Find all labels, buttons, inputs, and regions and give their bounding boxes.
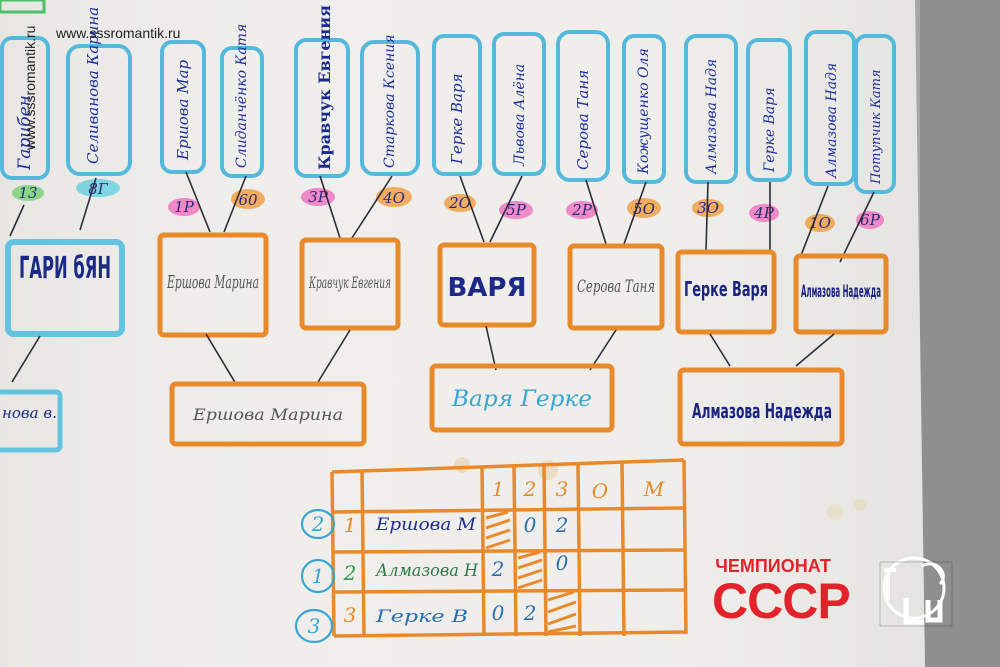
round2-box-1-text: Ершова Марина xyxy=(192,405,343,424)
round1-box-4-text: ВАРЯ xyxy=(447,273,526,303)
card-text-13: Алмазова Надя xyxy=(824,63,840,179)
card-text-4: Слиданчёнко Катя xyxy=(234,24,250,168)
seed-13: 1О xyxy=(809,214,831,232)
card-text-2: Селиванова Карина xyxy=(84,7,102,164)
card-text-8: Львова Алёна xyxy=(512,64,528,167)
championship-logo-line1: ЧЕМПИОНАТ xyxy=(715,556,831,576)
card-text-6: Старкова Ксения xyxy=(382,35,398,169)
row-1-r3: 2 xyxy=(555,513,569,537)
table-col-1: 1 xyxy=(492,477,505,501)
seed-8: 5Р xyxy=(506,201,527,219)
round2-box-3-text: Алмазова Надежда xyxy=(692,399,832,423)
card-text-7: Герке Варя xyxy=(448,73,466,165)
seed-3: 1Р xyxy=(174,198,195,216)
row-3-place: 3 xyxy=(308,614,321,638)
round2-box-2-text: Варя Герке xyxy=(451,387,592,412)
seed-1: 13 xyxy=(18,184,37,202)
round1-box-3-text: Кравчук Евгения xyxy=(308,273,391,292)
seed-9: 2Р xyxy=(571,201,593,219)
row-1-num: 1 xyxy=(344,513,357,537)
card-text-10: Кожущенко Оля xyxy=(636,48,652,175)
round1-box-6-text: Герке Варя xyxy=(684,277,768,301)
name-cards xyxy=(0,30,896,194)
table-col-2: 2 xyxy=(523,477,537,501)
round1-box-7-text: Алмазова Надежда xyxy=(801,282,881,302)
table-col-m: М xyxy=(643,477,665,501)
seed-12: 4Р xyxy=(753,204,775,222)
seed-6: 4О xyxy=(382,189,405,207)
row-2-num: 2 xyxy=(343,561,357,585)
table-col-3: 3 xyxy=(556,477,569,501)
round1-box-5-text: Серова Таня xyxy=(577,277,655,297)
card-text-14: Потупчик Катя xyxy=(869,69,884,185)
card-text-9: Серова Таня xyxy=(574,70,592,170)
card-text-1: Гарибен xyxy=(15,95,35,171)
partial-box-text: нова в. xyxy=(2,404,57,422)
card-text-3: Ершова Мар xyxy=(174,59,192,161)
row-1-r2: 0 xyxy=(524,513,537,537)
watermark-url: www.sssromantik.ru xyxy=(56,25,181,41)
table-col-o: О xyxy=(592,479,608,503)
championship-logo-line2: СССР xyxy=(712,573,851,629)
row-2-place: 1 xyxy=(312,564,325,588)
row-1-place: 2 xyxy=(311,512,325,536)
card-text-5: Кравчук Евгения xyxy=(315,5,334,170)
seed-4: 60 xyxy=(238,191,258,209)
round1-box-1-text: ГАРИ бЯН xyxy=(19,251,111,286)
results-table xyxy=(330,458,688,638)
row-2-r1: 2 xyxy=(491,557,505,581)
club-logo-mark xyxy=(879,556,953,627)
row-3-name: Герке В xyxy=(375,607,468,627)
row-2-r3: 0 xyxy=(556,551,569,575)
championship-logo: ЧЕМПИОНАТ СССР xyxy=(712,556,851,632)
seed-5: 3Р xyxy=(308,188,329,206)
row-2-name: Алмазова Н xyxy=(375,561,479,581)
row-3-num: 3 xyxy=(344,603,357,627)
round1-box-2-text: Ершова Марина xyxy=(166,272,259,293)
card-text-12: Герке Варя xyxy=(762,88,778,173)
row-3-r2: 2 xyxy=(523,601,537,625)
card-text-11: Алмазова Надя xyxy=(704,59,720,175)
seed-14: 6Р xyxy=(860,211,881,229)
watermark-url-vertical: www.sssromantik.ru xyxy=(22,25,38,150)
row-3-r1: 0 xyxy=(492,601,505,625)
seed-7: 2О xyxy=(448,194,471,212)
row-1-name: Ершова М xyxy=(375,515,477,535)
